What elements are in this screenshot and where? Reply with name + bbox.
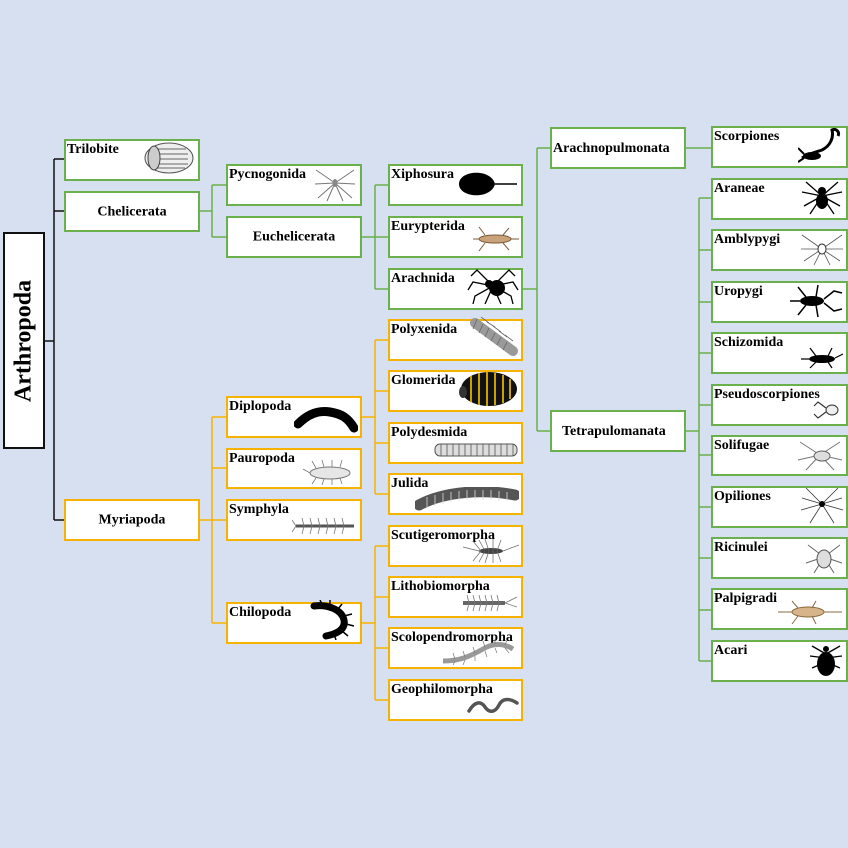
pycnogonida-node: Pycnogonida [226, 164, 362, 206]
tetrapulmonata-node: Tetrapulomanata [550, 410, 686, 452]
soil-centipede-icon [467, 695, 519, 717]
euchelicerata-label: Euchelicerata [228, 230, 360, 245]
arachnida-connector [523, 148, 550, 431]
diplopoda-node: Diplopoda [226, 396, 362, 438]
euchelicerata-connector [362, 185, 388, 289]
polyxenida-node: Polyxenida [388, 319, 523, 361]
symphyla-node: Symphyla [226, 499, 362, 541]
order-label: Ricinulei [714, 540, 768, 555]
order-label: Amblypygi [714, 232, 780, 247]
polydesmida-node: Polydesmida [388, 422, 523, 464]
stone-centipede-icon [457, 592, 519, 614]
glomerida-node: Glomerida [388, 370, 523, 412]
whip-scorpion-icon [788, 283, 844, 319]
micro-whip-scorpion-icon [776, 600, 844, 626]
trilobite-icon [142, 139, 196, 177]
horseshoe-crab-icon [457, 166, 519, 202]
centipede-icon [308, 600, 358, 640]
pill-millipede-icon [455, 370, 519, 408]
cylinder-millipede-icon [415, 487, 519, 511]
eurypterida-label: Eurypterida [391, 219, 465, 234]
millipede-icon [294, 404, 358, 434]
order-label: Palpigradi [714, 591, 777, 606]
flat-millipede-icon [433, 440, 519, 460]
root-label: Arthropoda [11, 279, 38, 401]
order-label: Araneae [714, 181, 765, 196]
symphyla-label: Symphyla [229, 502, 289, 517]
amblypygi-node: Amblypygi [711, 229, 848, 271]
sea-spider-icon [312, 164, 358, 202]
opiliones-node: Opiliones [711, 486, 848, 528]
tetrapulmonata-connector [686, 198, 711, 661]
bristly-millipede-icon [469, 317, 519, 357]
chilopoda-node: Chilopoda [226, 602, 362, 644]
order-label: Pseudoscorpiones [714, 387, 820, 402]
xiphosura-label: Xiphosura [391, 167, 454, 182]
tick-icon [808, 640, 844, 678]
pseudoscorpion-icon [812, 398, 844, 422]
camel-spider-icon [796, 438, 844, 472]
spider-icon [467, 266, 519, 306]
myriapoda-node: Myriapoda [64, 499, 200, 541]
arachnida-node: Arachnida [388, 268, 523, 310]
order-label: Opiliones [714, 489, 771, 504]
uropygi-node: Uropygi [711, 281, 848, 323]
harvestman-icon [800, 486, 844, 524]
chilopoda-label: Chilopoda [229, 605, 291, 620]
symphylan-icon [292, 515, 358, 537]
tetrapulmonata-label: Tetrapulomanata [562, 424, 666, 439]
order-label: Scorpiones [714, 129, 779, 144]
order-label: Uropygi [714, 284, 763, 299]
house-centipede-icon [463, 539, 519, 563]
schizomid-icon [798, 346, 844, 370]
julida-node: Julida [388, 473, 523, 515]
pauropod-icon [302, 459, 358, 485]
scutigeromorpha-node: Scutigeromorpha [388, 525, 523, 567]
pycnogonida-label: Pycnogonida [229, 167, 306, 182]
order-label: Polydesmida [391, 425, 467, 440]
chilopoda-connector [362, 546, 388, 700]
palpigradi-node: Palpigradi [711, 588, 848, 630]
chelicerata-connector [200, 185, 226, 237]
pseudoscorpiones-node: Pseudoscorpiones [711, 384, 848, 426]
myriapoda-label: Myriapoda [66, 513, 198, 528]
araneae-node: Araneae [711, 178, 848, 220]
lithobiomorpha-node: Lithobiomorpha [388, 576, 523, 618]
order-label: Solifugae [714, 438, 769, 453]
scolopendromorpha-node: Scolopendromorpha [388, 627, 523, 669]
order-label: Schizomida [714, 335, 783, 350]
acari-node: Acari [711, 640, 848, 682]
ricinulei-node: Ricinulei [711, 537, 848, 579]
myriapoda-connector [200, 417, 226, 623]
arachnopulmonata-node: Arachnopulmonata [550, 127, 686, 169]
eurypterida-node: Eurypterida [388, 216, 523, 258]
spider-icon [800, 178, 844, 216]
arachnopulmonata-label: Arachnopulmonata [553, 141, 670, 156]
order-label: Acari [714, 643, 747, 658]
trilobite-label: Trilobite [67, 142, 119, 157]
solifugae-node: Solifugae [711, 435, 848, 476]
ricinuleid-icon [804, 537, 844, 575]
euchelicerata-node: Euchelicerata [226, 216, 362, 258]
arachnida-label: Arachnida [391, 271, 455, 286]
whip-spider-icon [800, 231, 844, 267]
sea-scorpion-icon [473, 224, 519, 254]
tropical-centipede-icon [439, 639, 519, 665]
diplopoda-connector [362, 340, 388, 494]
xiphosura-node: Xiphosura [388, 164, 523, 206]
order-label: Glomerida [391, 373, 456, 388]
trilobite-node: Trilobite [64, 139, 200, 181]
scorpiones-node: Scorpiones [711, 126, 848, 168]
geophilomorpha-node: Geophilomorpha [388, 679, 523, 721]
arthropoda-root-node: Arthropoda [3, 232, 45, 449]
pauropoda-label: Pauropoda [229, 451, 295, 466]
scorpion-icon [798, 124, 844, 164]
chelicerata-node: Chelicerata [64, 191, 200, 232]
chelicerata-label: Chelicerata [66, 204, 198, 219]
order-label: Polyxenida [391, 322, 457, 337]
diplopoda-label: Diplopoda [229, 399, 291, 414]
schizomida-node: Schizomida [711, 332, 848, 374]
pauropoda-node: Pauropoda [226, 448, 362, 489]
root-connector [45, 159, 64, 520]
